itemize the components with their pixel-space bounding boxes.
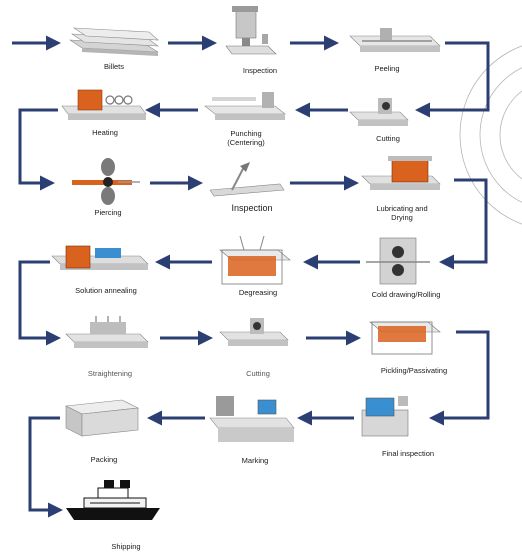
flow-arrow-annealing-straightening <box>18 260 61 346</box>
step-label-inspection-2: Inspection <box>231 203 273 213</box>
marking-machine-icon <box>209 396 295 442</box>
flow-arrow-heating-piercing <box>18 108 58 191</box>
inspection-machine-icon <box>225 6 277 55</box>
decorative-arcs <box>459 45 522 225</box>
step-label-straightening: Straightening <box>87 369 133 378</box>
packing-crate-icon <box>64 399 140 437</box>
step-label-lubricating: Lubricating and Drying <box>376 204 428 222</box>
step-label-solution-annealing: Solution annealing <box>75 286 137 295</box>
step-label-marking: Marking <box>241 456 269 465</box>
straightening-machine-icon <box>65 316 149 348</box>
annealing-furnace-icon <box>51 245 149 270</box>
cutting-machine-icon <box>349 98 409 126</box>
flow-arrow-packing-shipping <box>28 416 63 518</box>
step-label-punching: Punching (Centering) <box>227 129 265 147</box>
flow-arrow-lubricating-colddrawing <box>439 178 488 270</box>
step-label-inspection: Inspection <box>242 66 278 75</box>
flow-arrow-pickling-finalinspection <box>429 330 490 426</box>
step-label-pickling: Pickling/Passivating <box>380 366 448 375</box>
final-inspection-station-icon <box>361 396 409 437</box>
step-label-peeling: Peeling <box>374 64 400 73</box>
cold-drawing-mill-icon <box>366 237 430 285</box>
tube-inspection-icon <box>209 162 285 197</box>
degreasing-tank-icon <box>219 235 291 285</box>
pickling-tank-icon <box>369 321 441 355</box>
step-label-heating: Heating <box>92 128 118 137</box>
cutting-machine-icon <box>219 318 289 346</box>
cargo-ship-icon <box>66 480 160 520</box>
piercing-mill-icon <box>72 158 140 205</box>
lubricating-tank-icon <box>361 156 441 190</box>
flow-arrow-peeling-cutting <box>415 41 490 118</box>
step-label-degreasing: Degreasing <box>238 288 278 297</box>
step-label-shipping: Shipping <box>111 542 141 551</box>
peeling-machine-icon <box>349 28 441 52</box>
billets-icon <box>68 27 159 56</box>
step-label-packing: Packing <box>90 455 118 464</box>
heating-furnace-icon <box>61 89 147 120</box>
step-label-cold-drawing: Cold drawing/Rolling <box>371 290 441 299</box>
step-label-final-inspection: Final inspection <box>381 449 435 458</box>
step-label-billets: Billets <box>103 62 125 71</box>
step-label-piercing: Piercing <box>94 208 122 217</box>
punching-machine-icon <box>204 92 286 120</box>
step-label-cutting-1: Cutting <box>376 134 400 143</box>
step-label-cutting-2: Cutting <box>246 369 270 378</box>
